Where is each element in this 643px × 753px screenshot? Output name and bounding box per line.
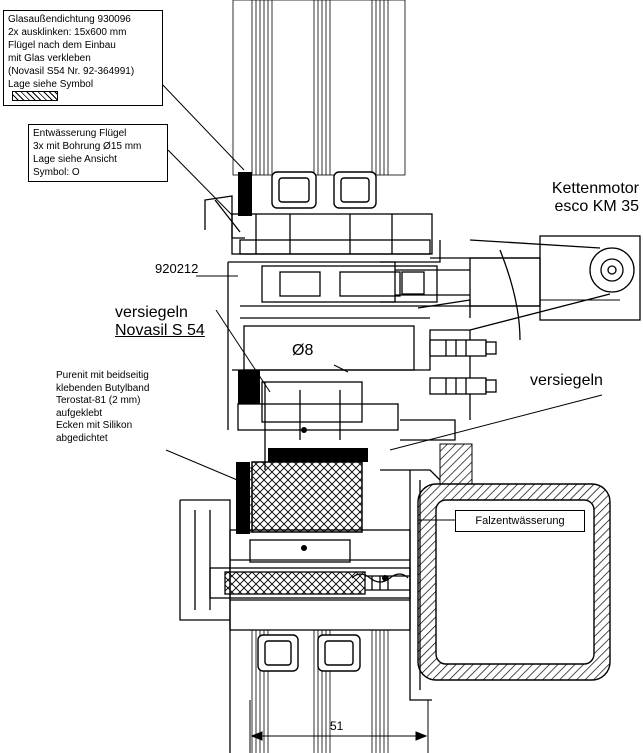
motor-label: Kettenmotor esco KM 35: [533, 180, 639, 215]
drainage-note-line: Lage siehe Ansicht: [33, 154, 117, 165]
seal-right-label: versiegeln: [530, 372, 603, 389]
motor-bracket: [380, 235, 641, 341]
profile-number: 920212: [155, 261, 199, 276]
seal-left-line1: versiegeln: [115, 304, 188, 321]
purenit-note-line: aufgeklebt: [56, 407, 103, 419]
dimension-line: [249, 700, 429, 753]
sash-profile: [204, 195, 471, 470]
falz-label: Falzentwässerung: [455, 510, 585, 532]
purenit-note-line: Purenit mit beidseitig: [56, 370, 149, 381]
hatch-symbol-icon: [12, 91, 58, 101]
purenit-block: [251, 461, 363, 533]
leader-lines: [159, 81, 620, 521]
purenit-note-line: klebenden Butylband: [56, 382, 150, 394]
spacers-upper: [271, 171, 377, 209]
glass-seal-note-line: (Novasil S54 Nr. 92-364991): [8, 66, 135, 77]
purenit-seal: [237, 467, 253, 533]
spacers-lower: [257, 634, 361, 672]
drainage-note-line: 3x mit Bohrung Ø15 mm: [33, 141, 142, 152]
bolts: [429, 339, 497, 395]
glass-seal-note-line: Lage siehe Symbol: [8, 78, 158, 101]
frame-profile: [179, 469, 441, 753]
drainage-note-line: Entwässerung Flügel: [33, 128, 127, 139]
glass-seal-note-line: Glasaußendichtung 930096: [8, 14, 131, 25]
drill-label: Ø8: [292, 342, 314, 359]
glass-seal-note-last: Lage siehe Symbol: [8, 79, 94, 90]
glass-lower: [251, 630, 389, 753]
holes: [301, 427, 388, 581]
seal-left-label: versiegeln Novasil S 54: [115, 304, 205, 339]
drainage-note: Entwässerung Flügel 3x mit Bohrung Ø15 m…: [28, 124, 168, 182]
purenit-note-line: abgedichtet: [56, 432, 108, 444]
seal-left-line2: Novasil S 54: [115, 321, 205, 339]
falz-tube: [417, 483, 611, 681]
glass-upper: [232, 0, 406, 176]
purenit-note-line: Ecken mit Silikon: [56, 420, 133, 431]
purenit-note: Purenit mit beidseitig klebenden Butylba…: [56, 370, 149, 445]
purenit-note-line: Terostat-81 (2 mm): [56, 395, 141, 406]
motor-label-line1: Kettenmotor: [551, 180, 639, 197]
frame-insulation: [439, 443, 473, 485]
glass-seal-note: Glasaußendichtung 930096 2x ausklinken: …: [3, 10, 163, 106]
glass-seal-note-line: 2x ausklinken: 15x600 mm: [8, 27, 127, 38]
glass-seal-note-line: Flügel nach dem Einbau: [8, 40, 116, 51]
dimension-value: 51: [330, 719, 344, 733]
screw: [351, 573, 409, 583]
motor-label-line2: esco KM 35: [554, 197, 639, 215]
glass-seal-note-line: mit Glas verkleben: [8, 53, 91, 64]
drainage-note-line: Symbol: O: [33, 167, 80, 178]
